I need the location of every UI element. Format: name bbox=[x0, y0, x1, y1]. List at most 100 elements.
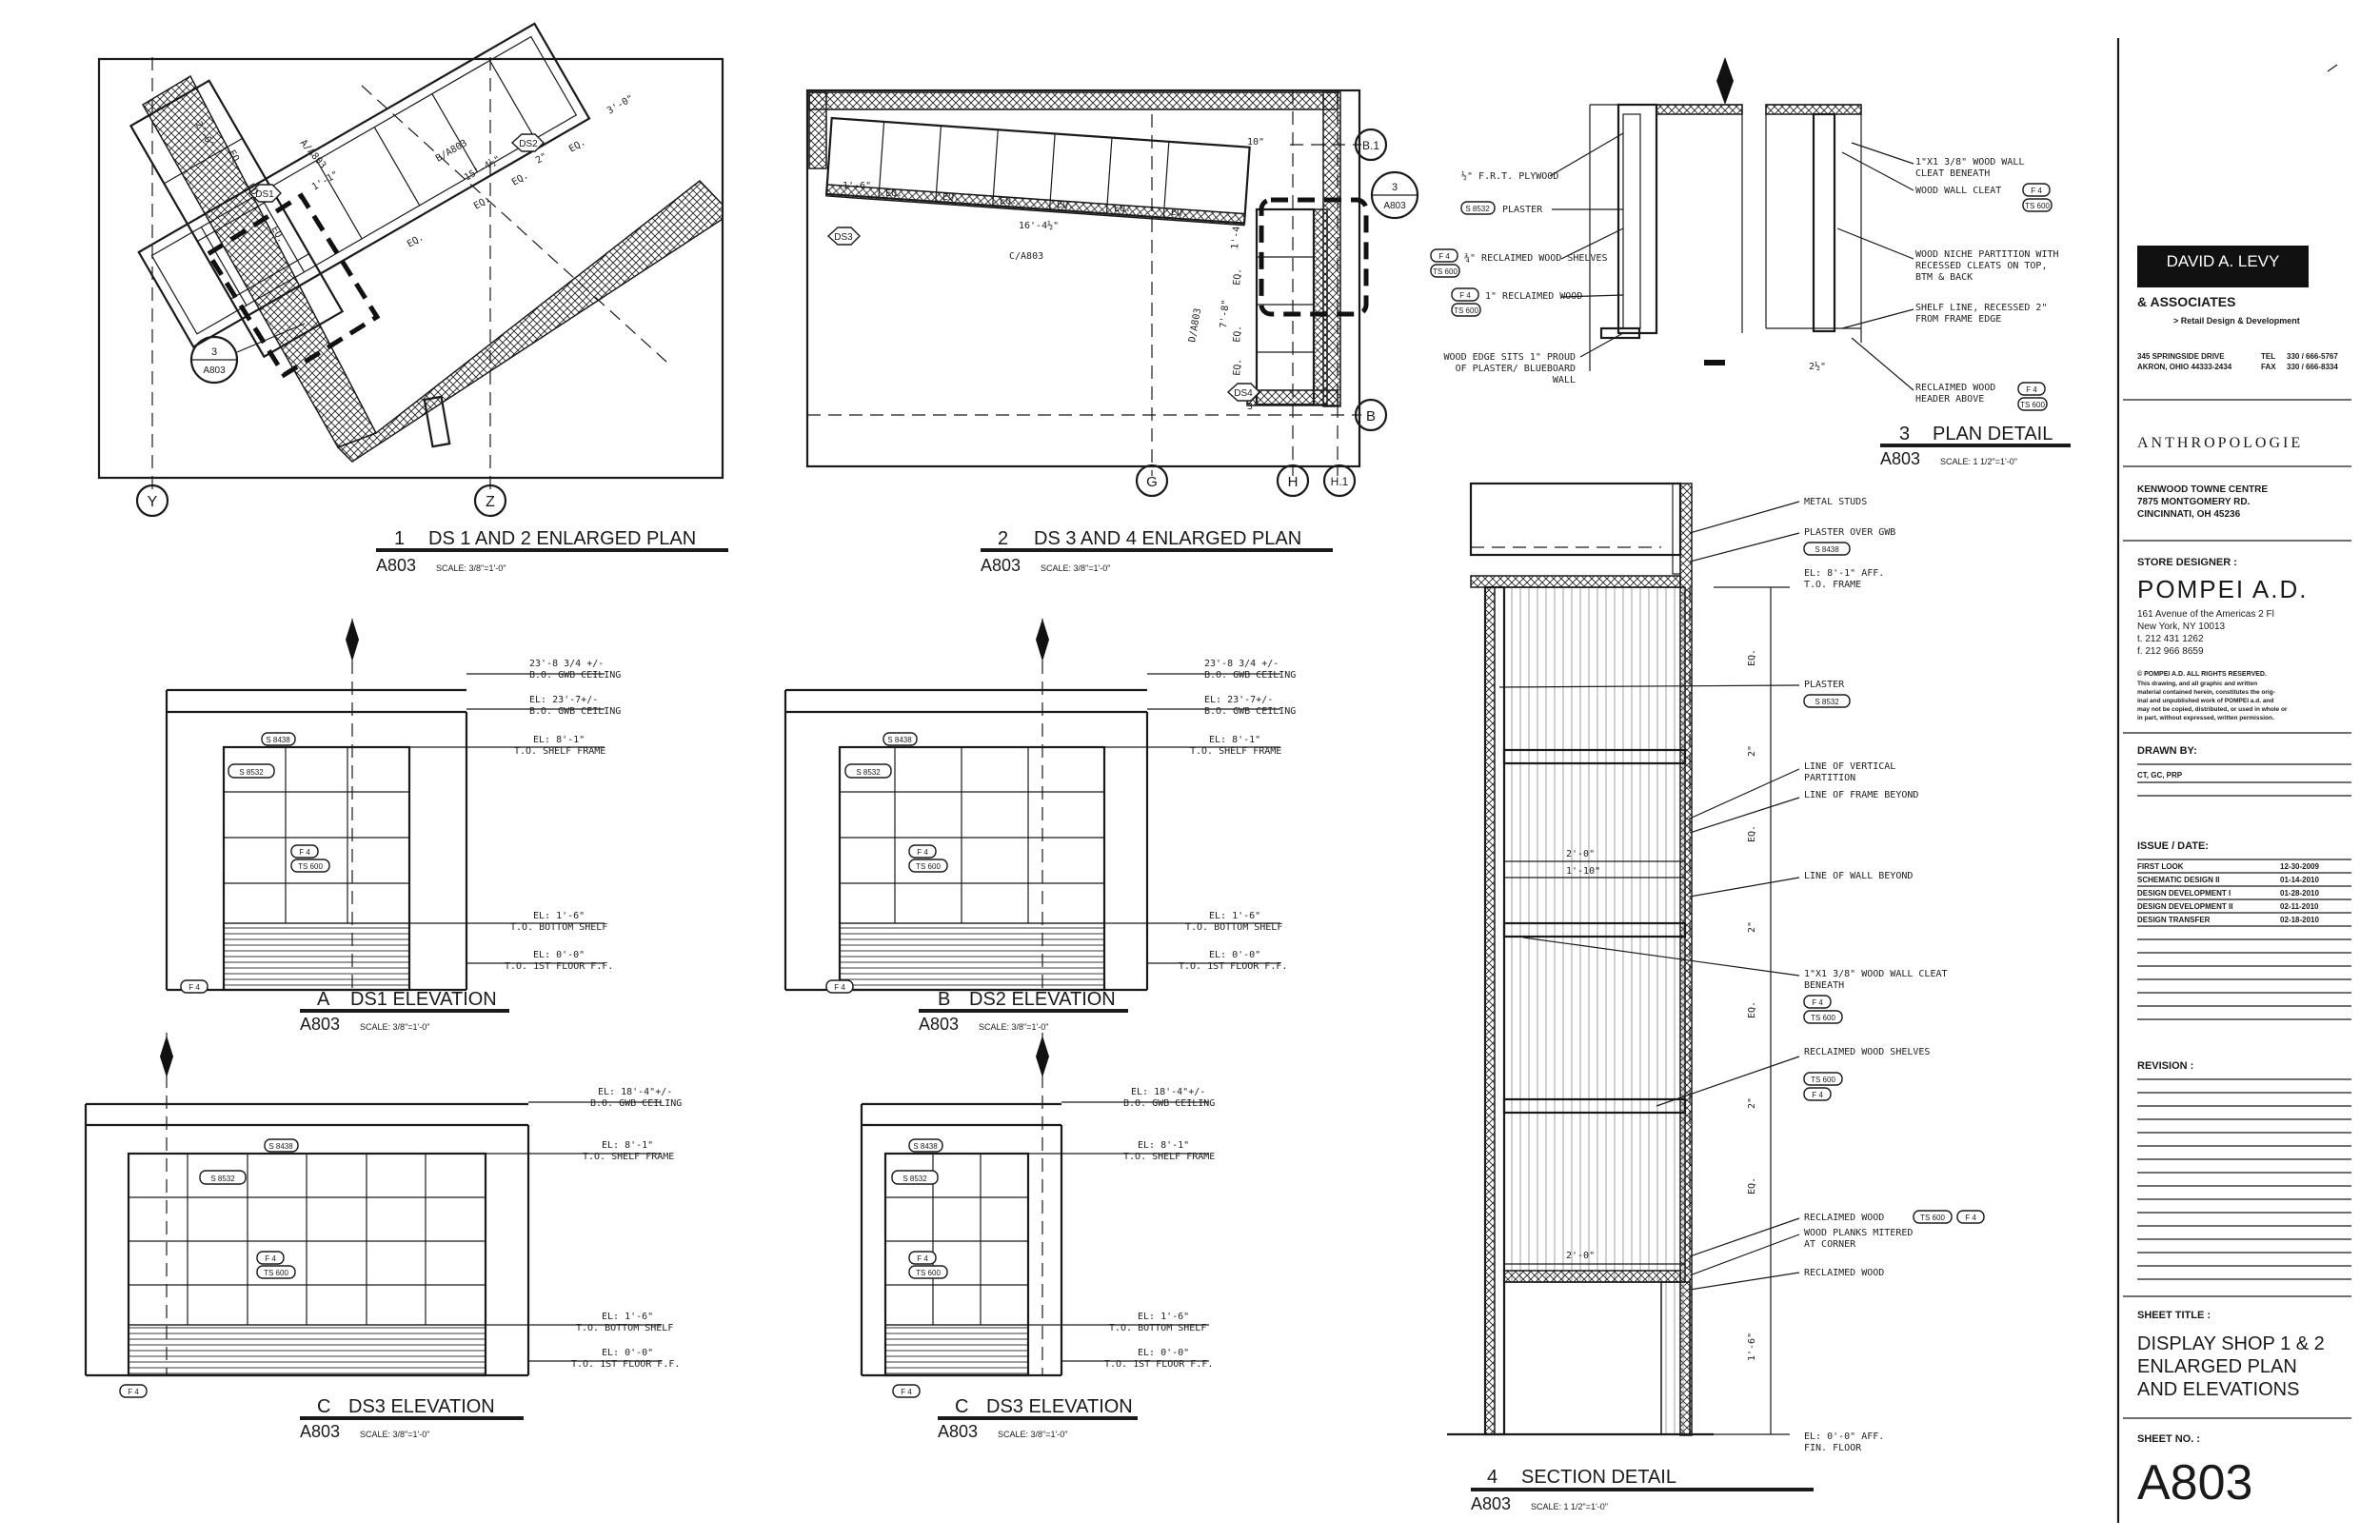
grid-bubble-h bbox=[1276, 464, 1310, 498]
svg-text:PLASTER OVER GWB: PLASTER OVER GWB bbox=[1804, 527, 1895, 538]
svg-text:EL: 23'-7+/-: EL: 23'-7+/- bbox=[529, 695, 598, 705]
svg-text:F 4: F 4 bbox=[834, 983, 845, 992]
svg-text:This drawing, and all graphic: This drawing, and all graphic and writte… bbox=[2137, 681, 2257, 687]
note-header: RECLAIMED WOOD HEADER ABOVE bbox=[1915, 383, 1996, 405]
svg-text:2": 2" bbox=[534, 151, 549, 167]
plan-detail: ½" F.R.T. PLYWOOD S 8532 PLASTER F 4 TS … bbox=[1430, 57, 2059, 411]
svg-text:23'-8 3/4 +/-: 23'-8 3/4 +/- bbox=[1204, 659, 1279, 669]
svg-text:F 4: F 4 bbox=[265, 1254, 276, 1263]
svg-text:TS 600: TS 600 bbox=[2025, 202, 2050, 210]
svg-text:2": 2" bbox=[1747, 745, 1757, 757]
view1-number: 1 bbox=[394, 528, 405, 549]
svg-text:TS 600: TS 600 bbox=[298, 862, 323, 871]
svg-text:S 8532: S 8532 bbox=[902, 1175, 927, 1183]
firm-name-2: & ASSOCIATES bbox=[2137, 294, 2235, 309]
note-wood-edge: WOOD EDGE SITS 1" PROUD OF PLASTER/ BLUE… bbox=[1443, 352, 1576, 385]
svg-text:may not be copied, distributed: may not be copied, distributed, or used … bbox=[2137, 706, 2288, 713]
svg-text:12-30-2009: 12-30-2009 bbox=[2280, 862, 2319, 871]
svg-text:330 / 666-5767: 330 / 666-5767 bbox=[2287, 352, 2338, 361]
grid-bubble-y-label: Y bbox=[148, 494, 158, 510]
svg-text:B.O. GWB CEILING: B.O. GWB CEILING bbox=[529, 706, 621, 717]
svg-text:f. 212 966 8659: f. 212 966 8659 bbox=[2137, 646, 2204, 657]
svg-text:T.O. SHELF FRAME: T.O. SHELF FRAME bbox=[514, 746, 605, 757]
grid-bubble-h1 bbox=[1322, 464, 1357, 498]
viewC2-scale: SCALE: 3/8"=1'-0" bbox=[998, 1430, 1067, 1439]
viewC2-number: C bbox=[955, 1396, 968, 1417]
viewB-scale: SCALE: 3/8"=1'-0" bbox=[979, 1022, 1048, 1032]
viewB-number: B bbox=[938, 989, 950, 1010]
svg-text:WOOD WALL CLEAT: WOOD WALL CLEAT bbox=[1915, 186, 2001, 196]
svg-text:New York, NY 10013: New York, NY 10013 bbox=[2137, 622, 2226, 632]
svg-text:EL: 8'-1": EL: 8'-1" bbox=[1209, 735, 1260, 745]
svg-text:EL: 18'-4"+/-: EL: 18'-4"+/- bbox=[598, 1087, 672, 1097]
svg-text:EQ.: EQ. bbox=[472, 194, 492, 212]
svg-text:RECLAIMED WOOD: RECLAIMED WOOD bbox=[1804, 1268, 1884, 1278]
svg-text:EL: 8'-1" AFF.: EL: 8'-1" AFF. bbox=[1804, 568, 1884, 579]
svg-text:02-18-2010: 02-18-2010 bbox=[2280, 916, 2319, 924]
svg-text:15'-4½": 15'-4½" bbox=[463, 153, 504, 183]
svg-text:B.O. GWB CEILING: B.O. GWB CEILING bbox=[1204, 670, 1296, 681]
view3-title: PLAN DETAIL bbox=[1933, 424, 2053, 444]
svg-text:DESIGN TRANSFER: DESIGN TRANSFER bbox=[2137, 916, 2211, 924]
svg-text:EQ.: EQ. bbox=[1000, 196, 1017, 207]
elevation-c-ds3-long: S 8438 S 8532 F 4 TS 600 F 4 EL: 18'-4"+… bbox=[84, 1033, 682, 1398]
note-section-cleat: 1"X1 3/8" WOOD WALL CLEAT BENEATH bbox=[1804, 969, 1948, 991]
elevation-c1-level-labels: EL: 18'-4"+/- B.O. GWB CEILING EL: 8'-1"… bbox=[571, 1087, 682, 1370]
svg-text:STORE DESIGNER :: STORE DESIGNER : bbox=[2137, 557, 2237, 568]
svg-text:F 4: F 4 bbox=[2031, 187, 2042, 195]
svg-text:PLASTER: PLASTER bbox=[1502, 205, 1543, 215]
svg-text:RECLAIMED WOOD: RECLAIMED WOOD bbox=[1804, 1213, 1884, 1223]
svg-text:EL: 8'-1": EL: 8'-1" bbox=[602, 1140, 653, 1151]
svg-text:FAX: FAX bbox=[2261, 363, 2276, 371]
svg-text:TS 600: TS 600 bbox=[1454, 306, 1478, 315]
plan-ds3-ds4: G H H.1 B.1 B 3 A803 DS3 DS4 C/A803 D/A8… bbox=[805, 89, 1419, 498]
elevation-b-level-labels: 23'-8 3/4 +/- B.O. GWB CEILING EL: 23'-7… bbox=[1179, 659, 1296, 972]
plan2-wall-left bbox=[808, 91, 827, 169]
view1-sheet: A803 bbox=[376, 556, 416, 575]
svg-text:EL: 18'-4"+/-: EL: 18'-4"+/- bbox=[1131, 1087, 1205, 1097]
svg-text:F 4: F 4 bbox=[1438, 252, 1450, 261]
svg-text:2": 2" bbox=[1747, 921, 1757, 933]
grid-bubble-z-label: Z bbox=[486, 494, 495, 510]
svg-text:TS 600: TS 600 bbox=[916, 1269, 941, 1277]
plan1-ds-unit bbox=[137, 22, 591, 349]
client-name: ANTHROPOLOGIE bbox=[2137, 435, 2303, 451]
svg-text:F 4: F 4 bbox=[1812, 1091, 1823, 1099]
view1-scale: SCALE: 3/8"=1'-0" bbox=[436, 563, 506, 573]
sheet-number: A803 bbox=[2137, 1455, 2252, 1510]
svg-text:F 4: F 4 bbox=[917, 848, 928, 857]
svg-text:S 8532: S 8532 bbox=[1815, 698, 1839, 706]
svg-text:¾" RECLAIMED WOOD SHELVES: ¾" RECLAIMED WOOD SHELVES bbox=[1464, 252, 1608, 264]
svg-text:EQ.: EQ. bbox=[1171, 207, 1188, 218]
north-arrow-detail bbox=[1716, 57, 1734, 105]
svg-text:material contained herein, con: material contained herein, constitutes t… bbox=[2137, 689, 2275, 696]
note-section-planks: WOOD PLANKS MITERED AT CORNER bbox=[1804, 1228, 1914, 1250]
plan2-wall-top bbox=[808, 91, 1339, 110]
svg-text:EQ.: EQ. bbox=[885, 188, 902, 199]
svg-text:EQ.: EQ. bbox=[1747, 649, 1757, 666]
svg-text:EQ.: EQ. bbox=[1057, 200, 1074, 210]
svg-text:DESIGN DEVELOPMENT II: DESIGN DEVELOPMENT II bbox=[2137, 902, 2232, 911]
viewA-title: DS1 ELEVATION bbox=[350, 989, 497, 1010]
svg-text:3'-0": 3'-0" bbox=[605, 93, 636, 117]
svg-text:S 8532: S 8532 bbox=[1465, 205, 1490, 213]
svg-text:7'-8": 7'-8" bbox=[1219, 299, 1232, 328]
sheet-title-2: ENLARGED PLAN bbox=[2137, 1356, 2297, 1377]
svg-text:F 4: F 4 bbox=[1459, 291, 1471, 300]
svg-text:B.O. GWB CEILING: B.O. GWB CEILING bbox=[590, 1098, 682, 1109]
plan1-tag-ds2-label: DS2 bbox=[519, 139, 538, 149]
elevation-b-ds2: S 8438 S 8532 F 4 TS 600 F 4 23'-8 3/4 +… bbox=[783, 619, 1296, 994]
grid-bubble-g bbox=[1135, 464, 1169, 498]
svg-text:1'-4": 1'-4" bbox=[1230, 220, 1243, 249]
svg-text:EQ.: EQ. bbox=[1747, 1177, 1757, 1194]
plan2-dimensions: 1'-6" EQ. EQ. EQ. EQ. EQ. EQ. 16'-4½" 10… bbox=[843, 137, 1264, 412]
plan-detail-notes: ½" F.R.T. PLYWOOD S 8532 PLASTER F 4 TS … bbox=[1430, 132, 2059, 411]
sheet-title-3: AND ELEVATIONS bbox=[2137, 1379, 2299, 1400]
svg-text:T.O. BOTTOM SHELF: T.O. BOTTOM SHELF bbox=[510, 922, 607, 933]
svg-text:1'-6": 1'-6" bbox=[843, 181, 871, 191]
svg-text:TS 600: TS 600 bbox=[2020, 401, 2045, 409]
note-vertical-partition: LINE OF VERTICAL PARTITION bbox=[1804, 761, 1896, 783]
svg-text:2'-0": 2'-0" bbox=[1566, 849, 1595, 859]
svg-text:© POMPEI A.D. ALL RIGHTS RESER: © POMPEI A.D. ALL RIGHTS RESERVED. bbox=[2137, 670, 2267, 678]
svg-text:F 4: F 4 bbox=[1812, 998, 1823, 1007]
